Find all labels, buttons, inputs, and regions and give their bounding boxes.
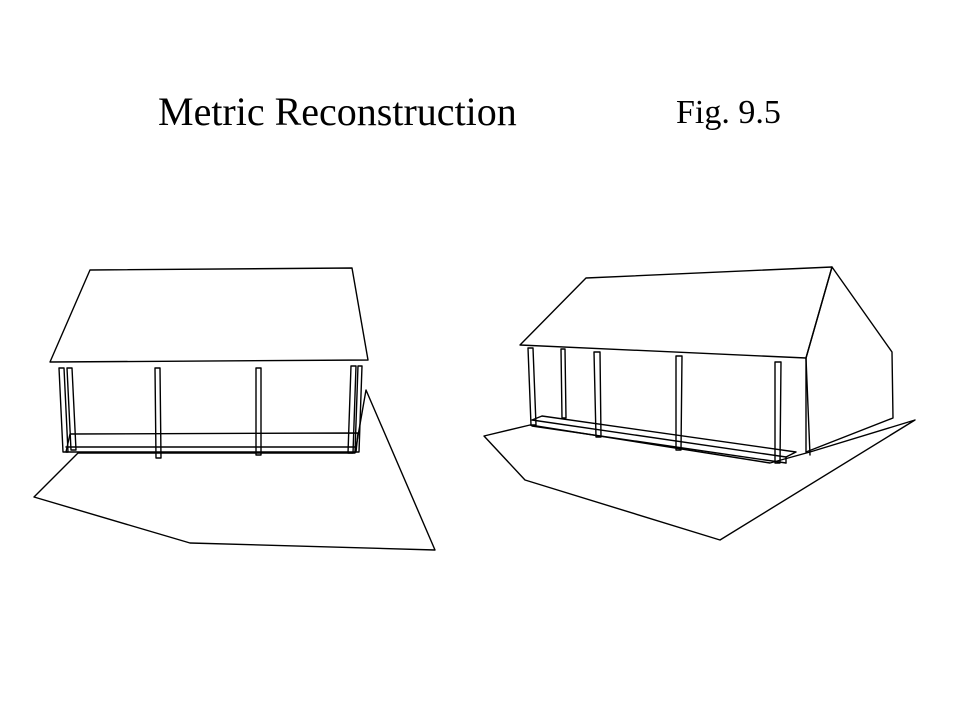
porch-post-5 [347,365,357,454]
roof-ridge-wall-edge [805,357,811,456]
house-view-front [33,267,436,551]
figure-label: Fig. 9.5 [676,94,781,131]
porch-post-2 [560,348,567,419]
porch-post-3 [154,367,162,459]
porch-post-1 [527,347,537,426]
porch-post-5 [774,361,782,464]
porch-post-6 [354,365,363,453]
house-view-oblique [483,266,916,541]
roof [49,267,369,363]
porch-post-3 [593,351,602,438]
porch-floor-front [531,425,787,464]
porch-post-4 [255,367,262,456]
porch-post-1 [58,367,69,453]
porch-post-4 [675,355,683,451]
ground-plane [33,389,436,551]
slide-title: Metric Reconstruction [158,89,517,134]
porch-post-2 [66,367,77,451]
gable-end-wall [805,266,894,453]
porch-floor [65,432,359,453]
roof [519,266,833,359]
slide-header: Metric Reconstruction Fig. 9.5 [0,88,960,148]
porch-floor [531,415,797,458]
